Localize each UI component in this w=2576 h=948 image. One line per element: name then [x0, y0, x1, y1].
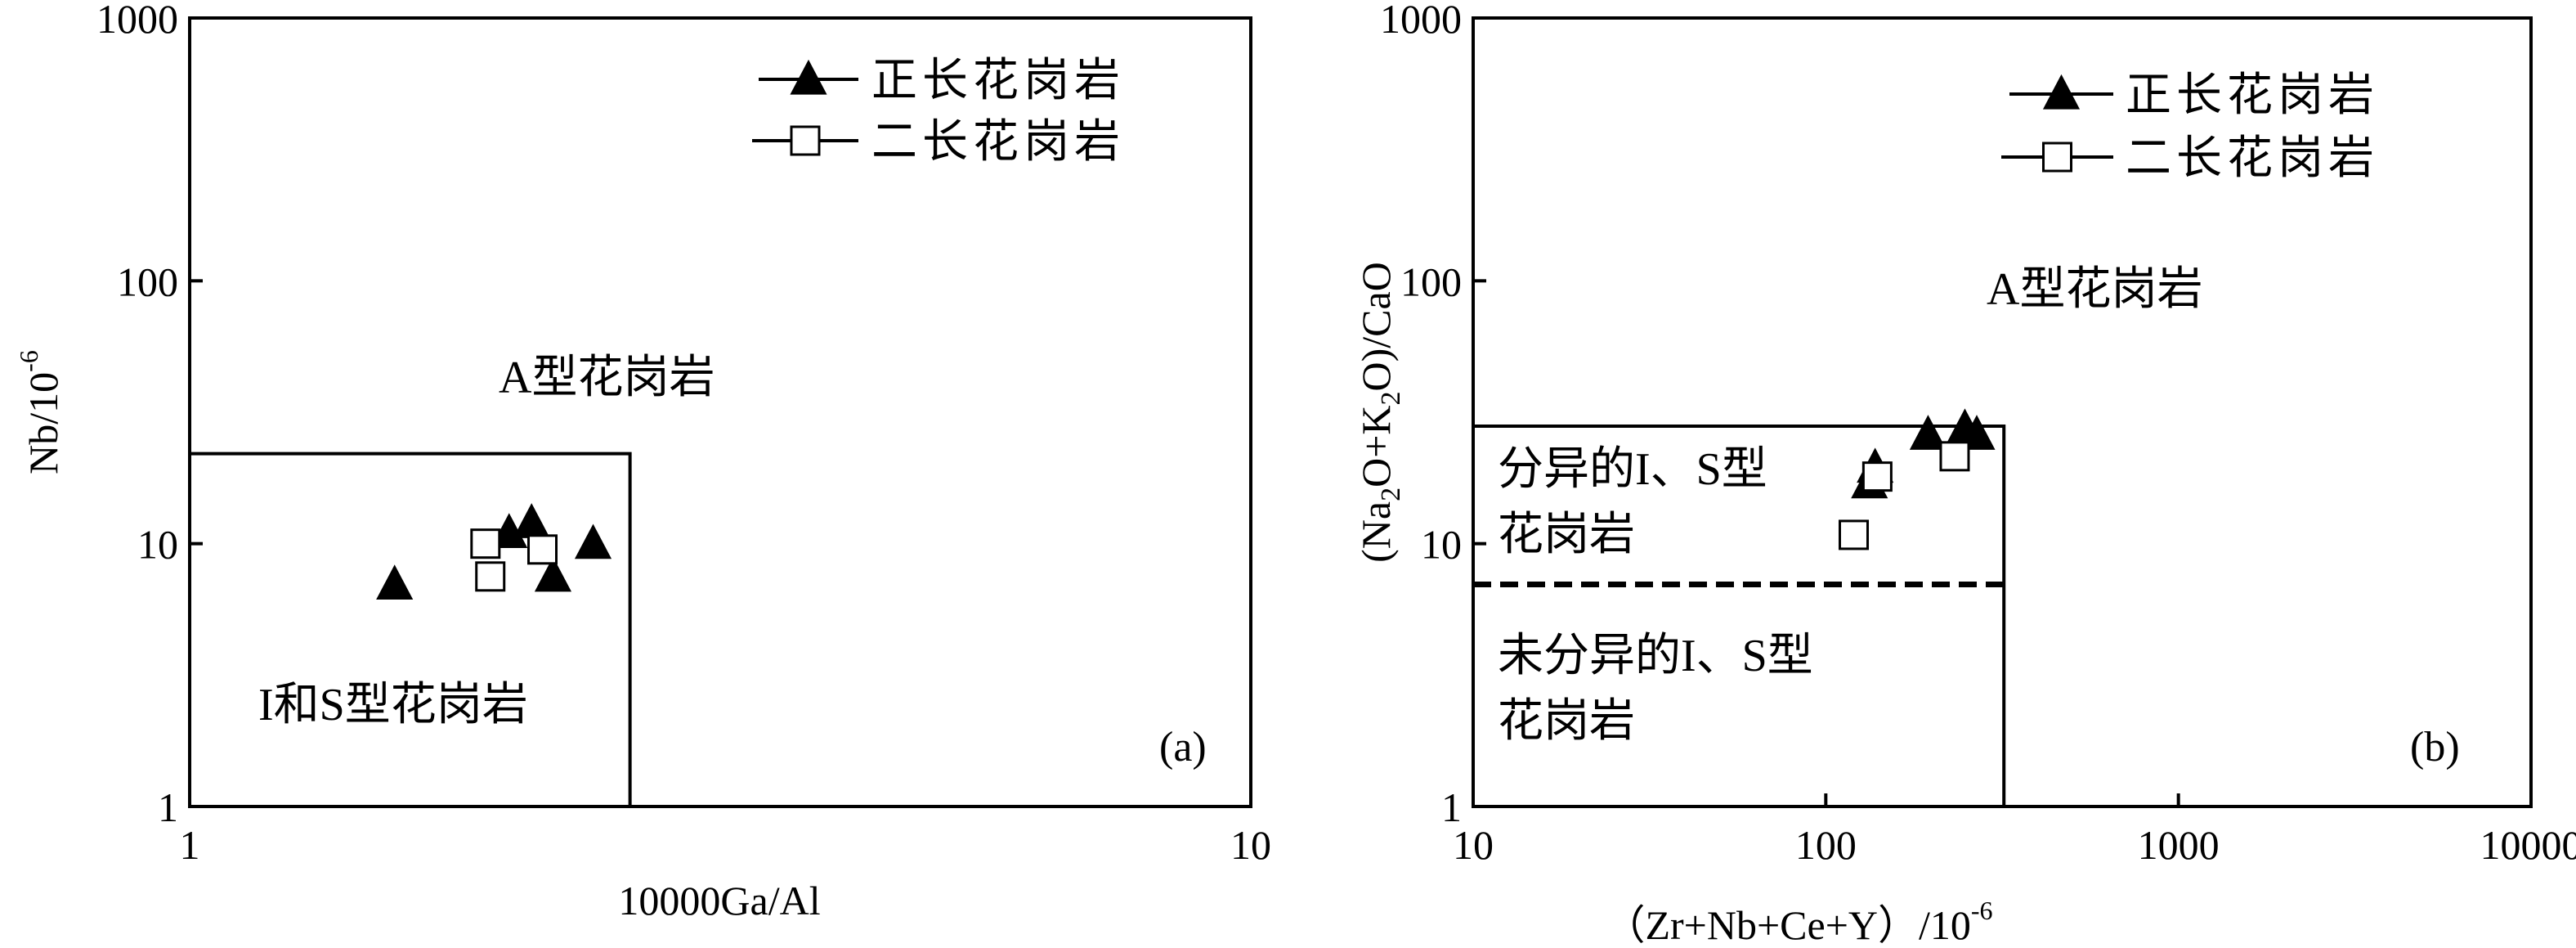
region-boundary-line: [190, 454, 630, 806]
data-point: [378, 566, 412, 599]
x-tick-label: 1: [180, 822, 200, 868]
legend-label: 正长花岗岩: [2126, 70, 2379, 121]
legend-label: 二长花岗岩: [2126, 133, 2379, 184]
region-label: A型花岗岩: [1987, 264, 2202, 315]
legend-marker: [2045, 76, 2079, 109]
region-label: 花岗岩: [1498, 510, 1635, 560]
region-label: 分异的I、S型: [1498, 444, 1767, 495]
x-tick-label: 100: [1795, 822, 1857, 868]
region-label: A型花岗岩: [499, 353, 715, 403]
x-tick-label: 10000: [2480, 822, 2576, 868]
y-axis-label-main: Nb/10: [20, 372, 66, 474]
legend-marker: [791, 61, 826, 94]
legend-label: 二长花岗岩: [871, 117, 1125, 168]
legend-marker: [2044, 143, 2072, 171]
legend-label: 正长花岗岩: [871, 56, 1125, 106]
y-tick-label: 1000: [96, 0, 178, 42]
data-point: [1863, 463, 1891, 491]
data-point: [576, 526, 611, 559]
data-point: [477, 563, 504, 591]
legend-marker: [791, 127, 819, 155]
panel-label: (b): [2410, 724, 2460, 771]
x-axis-label: （Zr+Nb+Ce+Y）/10-6: [1604, 896, 1992, 944]
region-label: 花岗岩: [1498, 696, 1635, 747]
x-tick-label: 10: [1230, 822, 1271, 868]
y-tick-label: 1: [1441, 784, 1462, 830]
x-axis-label-main: （Zr+Nb+Ce+Y）/10: [1604, 902, 1970, 944]
y-tick-label: 10: [137, 522, 178, 568]
y-axis-label-sub: 2: [1376, 487, 1406, 501]
y-axis-label-part: O+K: [1353, 405, 1399, 487]
x-tick-label: 1000: [2138, 822, 2220, 868]
y-axis-label-part: (Na: [1353, 501, 1399, 563]
x-axis-label-sup: -6: [1971, 896, 1993, 925]
y-axis-label-sub: 2: [1376, 391, 1406, 405]
y-tick-label: 1: [158, 784, 178, 830]
y-axis-label: Nb/10-6: [14, 350, 66, 474]
y-tick-label: 10: [1421, 522, 1462, 568]
region-label: 未分异的I、S型: [1498, 631, 1813, 681]
data-point: [1839, 521, 1867, 549]
y-axis-label-sup: -6: [14, 350, 43, 372]
x-axis-label: 10000Ga/Al: [618, 878, 820, 923]
y-axis-label-part: O)/CaO: [1353, 262, 1399, 391]
data-point: [529, 536, 557, 564]
y-axis-label: (Na2O+K2O)/CaO: [1353, 262, 1406, 563]
region-label: I和S型花岗岩: [258, 680, 528, 730]
panel-label: (a): [1159, 724, 1207, 771]
y-tick-label: 1000: [1380, 0, 1462, 42]
y-tick-label: 100: [1400, 258, 1462, 304]
data-point: [514, 505, 549, 537]
y-tick-label: 100: [117, 258, 178, 304]
data-point: [472, 530, 500, 558]
data-point: [1941, 443, 1969, 470]
